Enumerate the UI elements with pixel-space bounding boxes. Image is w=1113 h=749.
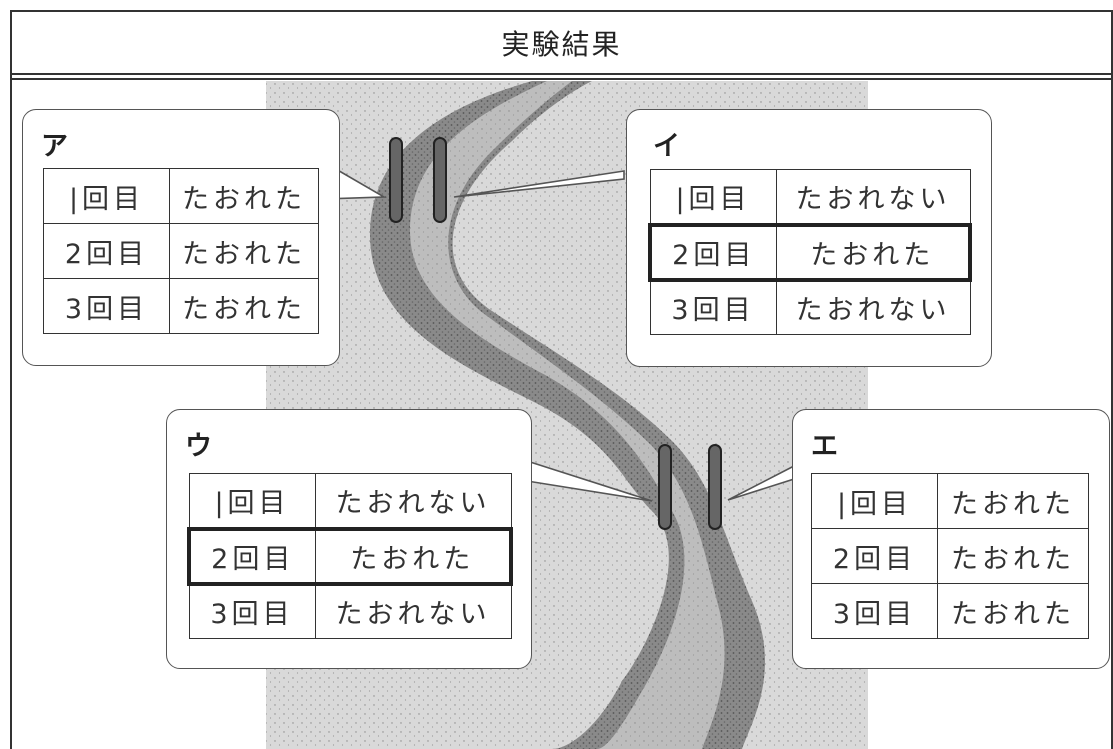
row-i-1: |回目たおれない (649, 169, 971, 225)
row-e-1: |回目たおれた (811, 473, 1089, 529)
figure-title: 実験結果 (501, 28, 622, 61)
table-a: |回目たおれた 2回目たおれた 3回目たおれた (43, 168, 319, 334)
stick-u (658, 444, 672, 530)
result-cell: たおれた (937, 473, 1089, 529)
trial-cell: 3回目 (811, 583, 938, 639)
label-u: ウ (185, 431, 212, 462)
trial-cell: |回目 (43, 168, 170, 224)
result-cell: たおれた (169, 278, 319, 334)
label-e: エ (811, 431, 838, 462)
callout-a: ア |回目たおれた 2回目たおれた 3回目たおれた (22, 109, 340, 366)
row-u-3: 3回目たおれない (188, 583, 512, 639)
result-cell: たおれた (937, 528, 1089, 584)
result-cell: たおれた (775, 222, 972, 282)
stick-a (389, 137, 403, 223)
trial-cell: 2回目 (648, 222, 777, 282)
callout-u: ウ |回目たおれない 2回目たおれた 3回目たおれない (166, 409, 532, 669)
row-e-3: 3回目たおれた (811, 583, 1089, 639)
row-e-2: 2回目たおれた (811, 528, 1089, 584)
row-a-2: 2回目たおれた (43, 223, 319, 279)
trial-cell: |回目 (188, 473, 316, 529)
stick-i (433, 137, 447, 223)
trial-cell: 3回目 (188, 583, 316, 639)
label-a: ア (41, 131, 68, 162)
result-cell: たおれた (169, 168, 319, 224)
river-bank-texture (369, 81, 765, 749)
row-u-1: |回目たおれない (188, 473, 512, 529)
pointer-i (453, 170, 625, 198)
trial-cell: 2回目 (811, 528, 938, 584)
row-a-3: 3回目たおれた (43, 278, 319, 334)
trial-cell: |回目 (649, 169, 777, 225)
trial-cell: 3回目 (649, 279, 777, 335)
result-cell: たおれない (314, 583, 512, 639)
result-cell: たおれない (775, 279, 971, 335)
title-divider (12, 73, 1111, 75)
title-divider-double (12, 78, 1111, 80)
result-cell: たおれない (314, 473, 512, 529)
result-cell: たおれた (314, 526, 513, 586)
row-i-2-highlighted: 2回目たおれた (648, 222, 972, 282)
row-a-1: |回目たおれた (43, 168, 319, 224)
river-water-texture (410, 81, 725, 749)
table-e: |回目たおれた 2回目たおれた 3回目たおれた (811, 473, 1089, 639)
trial-cell: 3回目 (43, 278, 170, 334)
trial-cell: 2回目 (187, 526, 316, 586)
callout-e: エ |回目たおれた 2回目たおれた 3回目たおれた (792, 409, 1110, 669)
stick-e (708, 444, 722, 530)
row-i-3: 3回目たおれない (649, 279, 971, 335)
result-cell: たおれた (937, 583, 1089, 639)
trial-cell: 2回目 (43, 223, 170, 279)
table-u: |回目たおれない 2回目たおれた 3回目たおれない (187, 473, 513, 639)
callout-i: イ |回目たおれない 2回目たおれた 3回目たおれない (626, 109, 992, 367)
trial-cell: |回目 (811, 473, 938, 529)
result-cell: たおれた (169, 223, 319, 279)
label-i: イ (653, 131, 680, 162)
row-u-2-highlighted: 2回目たおれた (187, 526, 513, 586)
result-cell: たおれない (775, 169, 971, 225)
table-i: |回目たおれない 2回目たおれた 3回目たおれない (648, 169, 972, 335)
